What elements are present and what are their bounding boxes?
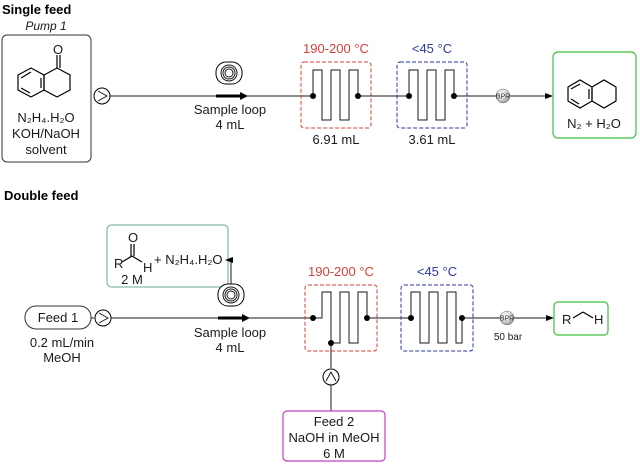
svg-text:H: H xyxy=(143,260,152,275)
svg-text:R: R xyxy=(114,256,123,271)
single-sample-loop-label: Sample loop xyxy=(194,102,266,117)
double-feed-title: Double feed xyxy=(4,188,78,203)
svg-text:NaOH in MeOH: NaOH in MeOH xyxy=(288,430,379,445)
double-sample-loop-volume: 4 mL xyxy=(216,340,245,355)
pump-1 xyxy=(93,87,111,105)
single-bpr: BPR xyxy=(495,88,511,104)
reagent-hydrazine: N₂H₄.H₂O xyxy=(17,110,74,125)
tetralone-structure: O xyxy=(17,42,71,98)
double-hot-reactor xyxy=(304,284,378,352)
single-hot-temp: 190-200 °C xyxy=(303,41,369,56)
single-cold-reactor xyxy=(396,61,468,129)
feed-1-solvent: MeOH xyxy=(43,350,81,365)
svg-text:Feed 1: Feed 1 xyxy=(38,310,78,325)
double-hot-temp: 190-200 °C xyxy=(308,264,374,279)
feed-2-box: Feed 2 NaOH in MeOH 6 M xyxy=(282,410,386,462)
svg-text:R: R xyxy=(562,312,571,327)
reagent-base: KOH/NaOH xyxy=(12,126,80,141)
single-sample-loop-volume: 4 mL xyxy=(216,117,245,132)
svg-text:6 M: 6 M xyxy=(323,446,345,461)
double-bpr: BPR xyxy=(499,310,515,326)
double-sample-loop-icon xyxy=(217,283,250,322)
feed-2-pump xyxy=(322,368,340,386)
svg-text:O: O xyxy=(53,42,63,57)
double-cold-reactor xyxy=(400,284,474,352)
double-product-box: R H xyxy=(553,301,609,336)
pump-1-label: Pump 1 xyxy=(25,19,66,33)
svg-text:O: O xyxy=(128,230,138,245)
double-sample-loop-label: Sample loop xyxy=(194,325,266,340)
single-cold-temp: <45 °C xyxy=(412,41,452,56)
single-byproducts: N₂ + H₂O xyxy=(567,116,621,131)
single-product-box: N₂ + H₂O xyxy=(552,51,637,139)
single-hot-volume: 6.91 mL xyxy=(313,132,360,147)
double-cold-temp: <45 °C xyxy=(417,264,457,279)
single-sample-loop-icon xyxy=(215,61,248,100)
svg-text:+ N₂H₄.H₂O: + N₂H₄.H₂O xyxy=(154,252,223,267)
reagent-solvent: solvent xyxy=(25,142,67,157)
feed-1-pump xyxy=(94,309,112,327)
svg-text:BPR: BPR xyxy=(500,316,514,323)
single-cold-volume: 3.61 mL xyxy=(409,132,456,147)
tetralin-structure xyxy=(567,79,617,109)
feed-1-flow: 0.2 mL/min xyxy=(30,335,94,350)
single-feed-reagent-box: Pump 1 O N₂H₄.H₂O KOH/NaOH solvent xyxy=(1,19,92,163)
svg-text:Feed 2: Feed 2 xyxy=(314,414,354,429)
aldehyde-box: R O H + N₂H₄.H₂O 2 M xyxy=(106,224,229,288)
single-hot-reactor xyxy=(300,61,372,129)
svg-text:2 M: 2 M xyxy=(121,272,143,287)
double-bpr-pressure: 50 bar xyxy=(494,332,523,343)
feed-1-box: Feed 1 xyxy=(24,305,92,330)
single-feed-title: Single feed xyxy=(2,2,71,17)
svg-text:H: H xyxy=(594,312,603,327)
svg-text:BPR: BPR xyxy=(496,94,510,101)
